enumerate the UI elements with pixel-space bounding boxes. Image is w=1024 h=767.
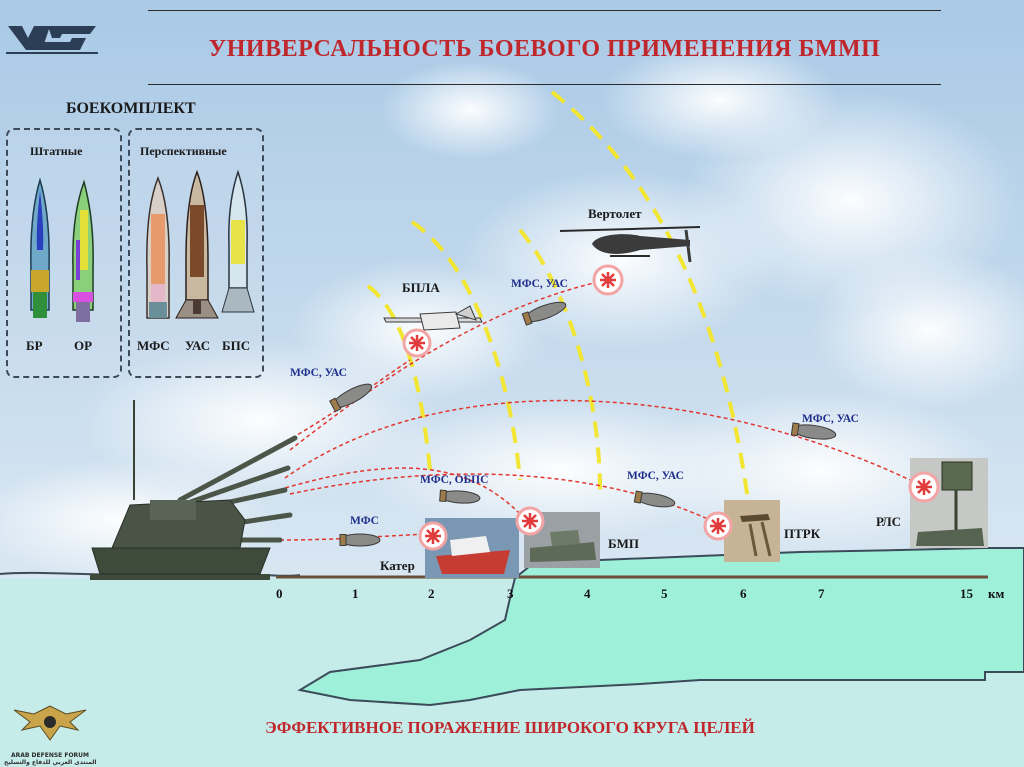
axis-tick-2: 2 (428, 586, 435, 602)
munition-atgm-label: МФС, УАС (627, 470, 684, 482)
projectile-uav (330, 380, 375, 412)
target-boat-label: Катер (380, 558, 415, 574)
munition-helicopter-label: МФС, УАС (511, 278, 568, 290)
axis-tick-15: 15 (960, 586, 973, 602)
target-atgm-label: ПТРК (784, 526, 820, 542)
hit-uav-icon (404, 330, 430, 356)
forum-watermark: ARAB DEFENSE FORUM المنتدى العربي للدفاع… (4, 700, 96, 764)
envelope-3 (520, 230, 600, 490)
hit-boat-icon (420, 523, 446, 549)
projectile-radar (791, 423, 836, 442)
axis-tick-4: 4 (584, 586, 591, 602)
munition-boat-label: МФС (350, 515, 379, 527)
envelope-4 (552, 92, 748, 500)
radar-icon (910, 458, 988, 548)
munition-uav-label: МФС, УАС (290, 367, 347, 379)
engagement-envelopes (368, 92, 748, 500)
target-helicopter-label: Вертолет (588, 206, 642, 222)
axis-tick-3: 3 (507, 586, 514, 602)
projectile-helicopter (522, 298, 568, 325)
axis-tick-1: 1 (352, 586, 359, 602)
axis-tick-0: 0 (276, 586, 283, 602)
projectile-atgm (634, 491, 675, 510)
bmmp-vehicle-icon (92, 400, 295, 574)
projectile-ifv (440, 490, 481, 505)
axis-tick-6: 6 (740, 586, 747, 602)
watermark-line-2: المنتدى العربي للدفاع والتسليح (4, 759, 96, 766)
hit-radar-icon (910, 473, 938, 501)
munition-ifv-label: МФС, ОБПС (420, 474, 488, 486)
target-radar-label: РЛС (876, 514, 901, 530)
uav-icon (384, 306, 482, 330)
axis-tick-5: 5 (661, 586, 668, 602)
watermark-line-1: ARAB DEFENSE FORUM (4, 752, 96, 759)
hit-helicopter-icon (594, 266, 622, 294)
target-ifv-label: БМП (608, 536, 639, 552)
hit-ifv-icon (517, 508, 543, 534)
target-uav-label: БПЛА (402, 280, 440, 296)
eagle-logo-icon (4, 700, 96, 750)
projectile-boat (340, 534, 380, 546)
atgm-icon (724, 500, 780, 562)
axis-unit-label: км (988, 586, 1004, 602)
axis-tick-7: 7 (818, 586, 825, 602)
hit-atgm-icon (705, 513, 731, 539)
page-subtitle: ЭФФЕКТИВНОЕ ПОРАЖЕНИЕ ШИРОКОГО КРУГА ЦЕЛ… (200, 718, 820, 738)
munition-radar-label: МФС, УАС (802, 413, 859, 425)
